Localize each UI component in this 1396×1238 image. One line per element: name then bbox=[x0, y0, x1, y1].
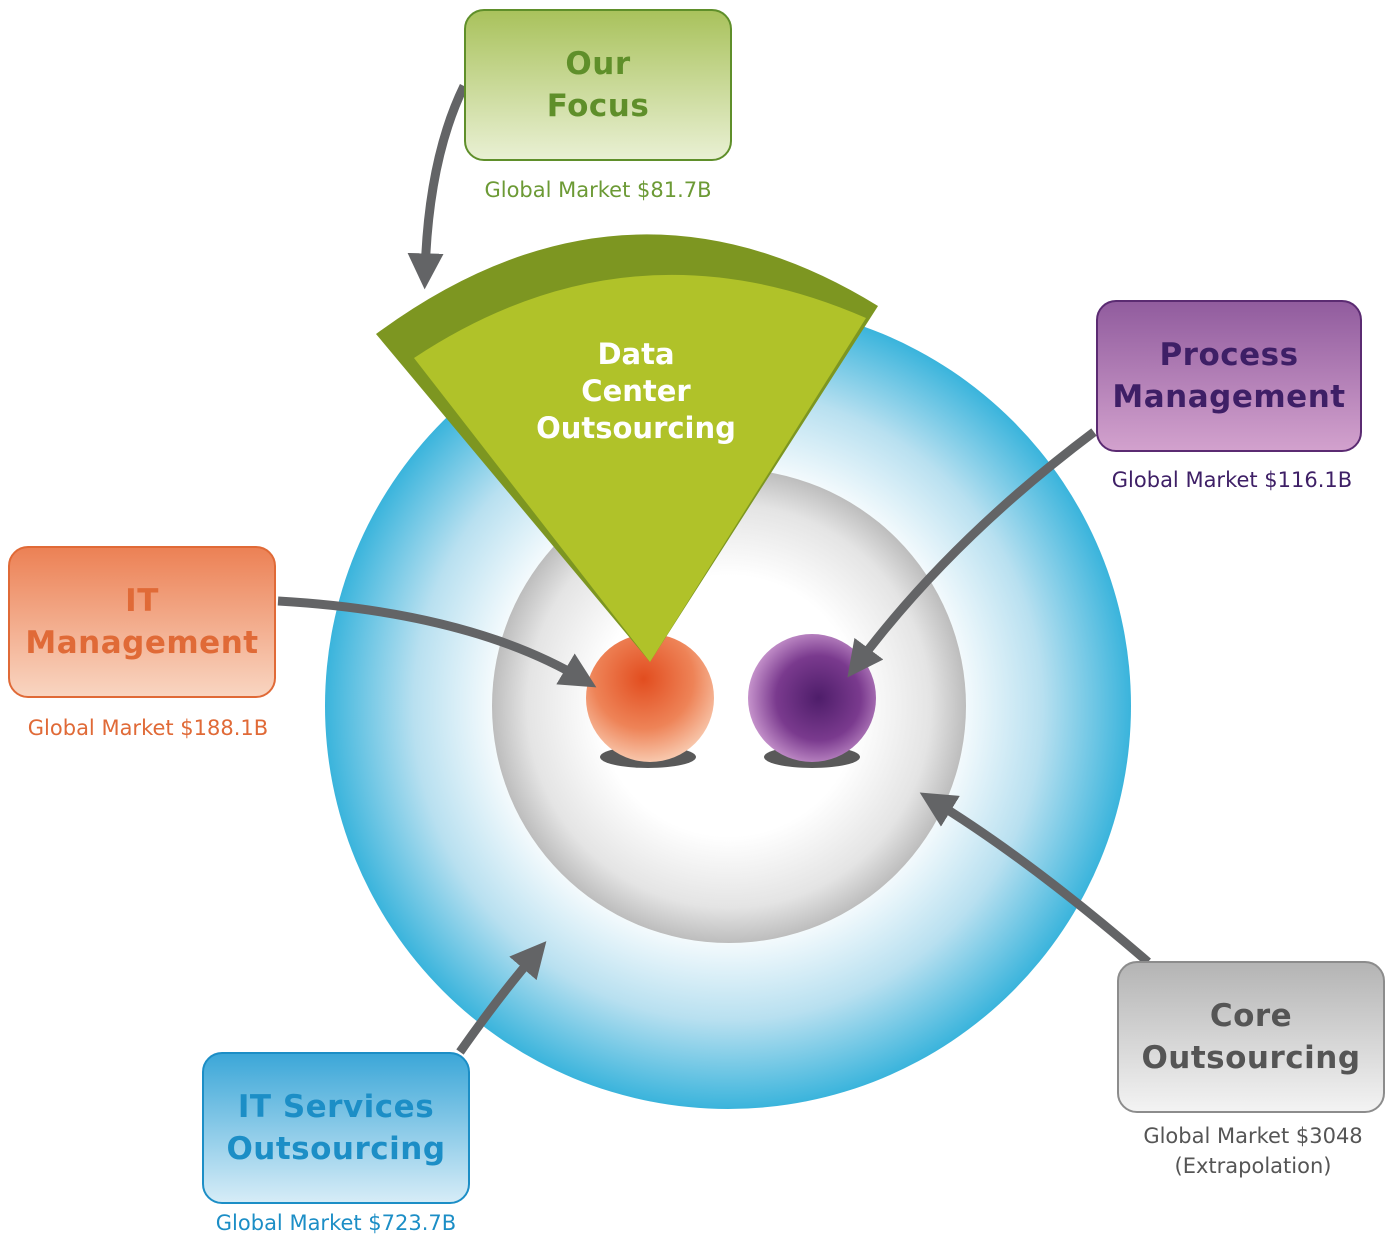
arrow-it-services-to-ring bbox=[456, 941, 547, 1055]
arrow-it-management-to-ball bbox=[277, 596, 597, 688]
arrow-focus-to-wedge bbox=[407, 84, 469, 290]
process-management-ball bbox=[748, 634, 876, 762]
core-outsourcing-market-caption: Global Market $3048 (Extrapolation) bbox=[1118, 1121, 1388, 1181]
our-focus-line1: Our bbox=[565, 46, 631, 82]
wedge-label-line1: Data bbox=[597, 337, 675, 371]
our-focus-market-caption: Global Market $81.7B bbox=[484, 178, 712, 202]
data-center-outsourcing-label: Data Center Outsourcing bbox=[506, 336, 766, 447]
it-management-line2: Management bbox=[25, 625, 259, 661]
wedge-label-line3: Outsourcing bbox=[536, 411, 736, 445]
it-management-box: IT Management bbox=[8, 546, 276, 698]
core-outsourcing-line2: Outsourcing bbox=[1141, 1040, 1361, 1076]
it-services-line2: Outsourcing bbox=[226, 1131, 446, 1167]
core-outsourcing-line1: Core bbox=[1209, 998, 1293, 1034]
wedge-label-line2: Center bbox=[581, 374, 691, 408]
core-caption-line1: Global Market $3048 bbox=[1143, 1124, 1363, 1148]
it-management-line1: IT bbox=[125, 583, 159, 619]
arrow-core-to-inner-circle bbox=[919, 792, 1151, 966]
process-management-line1: Process bbox=[1159, 337, 1299, 373]
process-management-line2: Management bbox=[1112, 379, 1346, 415]
core-outsourcing-box: Core Outsourcing bbox=[1117, 961, 1385, 1113]
it-management-market-caption: Global Market $188.1B bbox=[27, 716, 269, 740]
it-services-line1: IT Services bbox=[237, 1089, 435, 1125]
our-focus-line2: Focus bbox=[546, 88, 650, 124]
our-focus-box: Our Focus bbox=[464, 9, 732, 161]
arrow-process-to-ball bbox=[847, 428, 1097, 678]
process-management-market-caption: Global Market $116.1B bbox=[1111, 468, 1353, 492]
it-services-market-caption: Global Market $723.7B bbox=[215, 1211, 457, 1235]
core-caption-line2: (Extrapolation) bbox=[1174, 1154, 1332, 1178]
data-center-wedge-top bbox=[414, 274, 866, 662]
process-management-box: Process Management bbox=[1096, 300, 1362, 452]
it-services-outsourcing-box: IT Services Outsourcing bbox=[202, 1052, 470, 1204]
it-management-ball bbox=[586, 634, 714, 762]
